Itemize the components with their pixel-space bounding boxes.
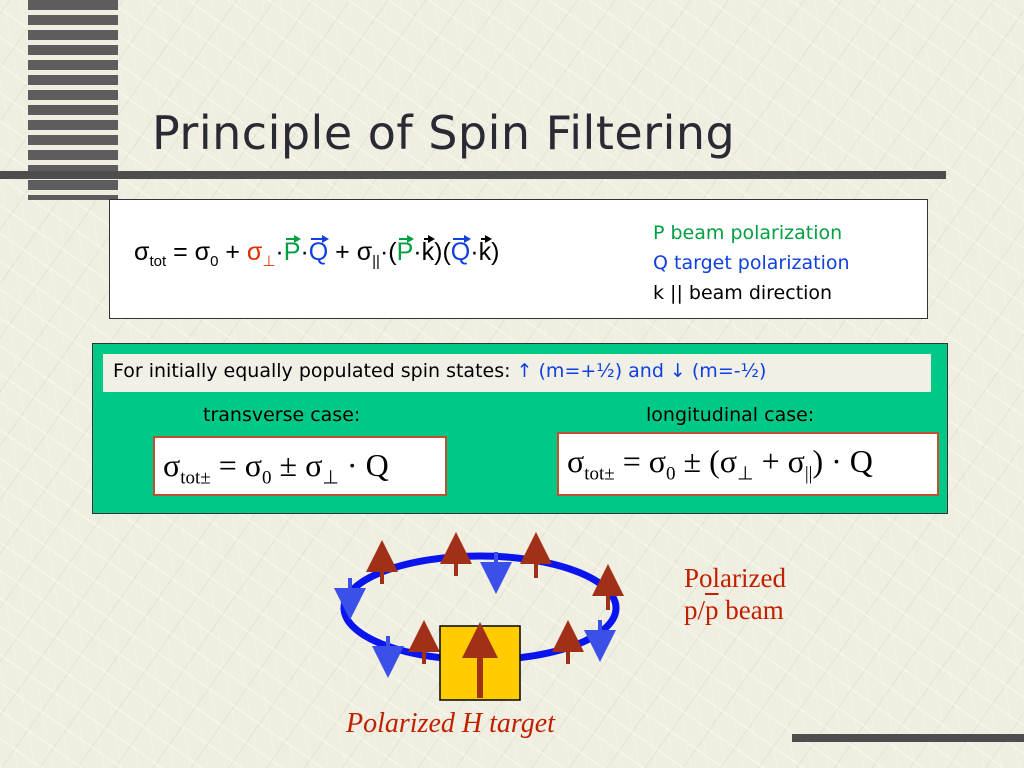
transverse-equation: σtot± = σ0 ± σ⊥ · Q xyxy=(153,436,447,496)
vector-q: Q xyxy=(450,235,472,266)
cross-section-formula-box: σtot = σ0 + σ⊥·P·Q + σ||·(P·k)(Q·k) P be… xyxy=(109,199,928,319)
title-divider-line xyxy=(0,171,946,179)
sigma-perp-term: σ⊥ xyxy=(246,238,276,270)
total-cross-section-formula: σtot = σ0 + σ⊥·P·Q + σ||·(P·k)(Q·k) xyxy=(134,235,500,270)
spin-states-values: ↑ (m=+½) and ↓ (m=-½) xyxy=(516,360,767,382)
legend-q: Q target polarization xyxy=(653,252,850,274)
antiproton-symbol: p xyxy=(705,595,719,625)
vector-legend: P beam polarization Q target polarizatio… xyxy=(653,218,850,308)
polarized-target-label: Polarized H target xyxy=(346,708,555,739)
vector-k: k xyxy=(478,235,492,266)
legend-p: P beam polarization xyxy=(653,222,843,244)
legend-k: k || beam direction xyxy=(653,282,833,304)
vector-p: P xyxy=(283,235,302,266)
slide-title: Principle of Spin Filtering xyxy=(152,106,736,160)
vector-p: P xyxy=(396,235,414,266)
polarized-beam-label: Polarized p/p beam xyxy=(684,563,786,625)
longitudinal-case-label: longitudinal case: xyxy=(646,404,815,426)
vector-k: k xyxy=(421,235,435,266)
transverse-case-label: transverse case: xyxy=(203,404,361,426)
vector-q: Q xyxy=(308,235,330,266)
footer-divider-line xyxy=(792,734,1024,742)
decorative-stripes xyxy=(28,0,118,200)
spin-states-panel: For initially equally populated spin sta… xyxy=(92,343,948,514)
spin-states-statement: For initially equally populated spin sta… xyxy=(103,354,931,392)
longitudinal-equation: σtot± = σ0 ± (σ⊥ + σ||) · Q xyxy=(557,432,939,496)
